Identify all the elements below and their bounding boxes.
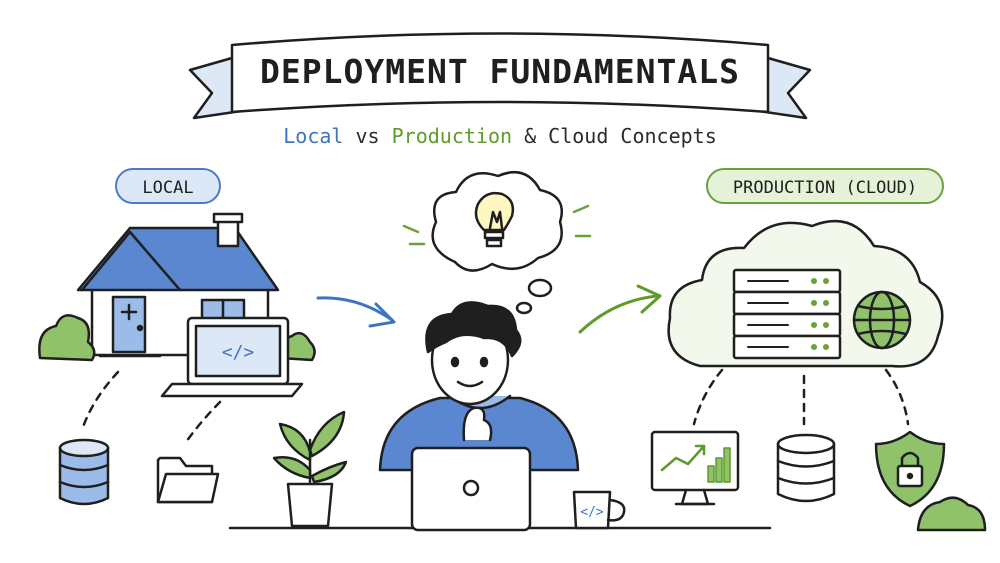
database-icon bbox=[58, 438, 110, 506]
subtitle-production: Production bbox=[391, 124, 513, 148]
server-rack-icon bbox=[732, 268, 842, 360]
folder-icon bbox=[156, 456, 220, 504]
monitor-chart-icon bbox=[650, 430, 740, 506]
shield-lock-icon bbox=[874, 430, 946, 508]
laptop-icon bbox=[160, 316, 304, 398]
subtitle-local: Local bbox=[283, 124, 344, 148]
subtitle: Local vs Production & Cloud Concepts bbox=[250, 124, 750, 148]
developer-person bbox=[378, 301, 580, 472]
local-connectors bbox=[80, 370, 222, 444]
production-label: PRODUCTION (CLOUD) bbox=[706, 168, 944, 204]
subtitle-vs: vs bbox=[343, 124, 392, 148]
arrow-developer-to-production bbox=[578, 284, 662, 334]
cloud-database-icon bbox=[776, 433, 836, 503]
developer-laptop-icon bbox=[410, 446, 532, 532]
title-banner bbox=[188, 32, 812, 120]
plant-icon bbox=[272, 410, 348, 528]
laptop-code-glyph: </> bbox=[222, 342, 255, 363]
globe-icon bbox=[852, 290, 912, 350]
page-title: DEPLOYMENT FUNDAMENTALS bbox=[260, 52, 740, 91]
mug-code-glyph: </> bbox=[580, 505, 604, 520]
production-connectors bbox=[692, 368, 910, 426]
subtitle-cloud-concepts: & Cloud Concepts bbox=[512, 124, 717, 148]
local-label: LOCAL bbox=[115, 168, 221, 204]
lightbulb-icon bbox=[474, 191, 515, 248]
mug-icon bbox=[572, 490, 626, 530]
arrow-local-to-developer bbox=[316, 296, 396, 328]
bush-icon bbox=[38, 314, 987, 532]
